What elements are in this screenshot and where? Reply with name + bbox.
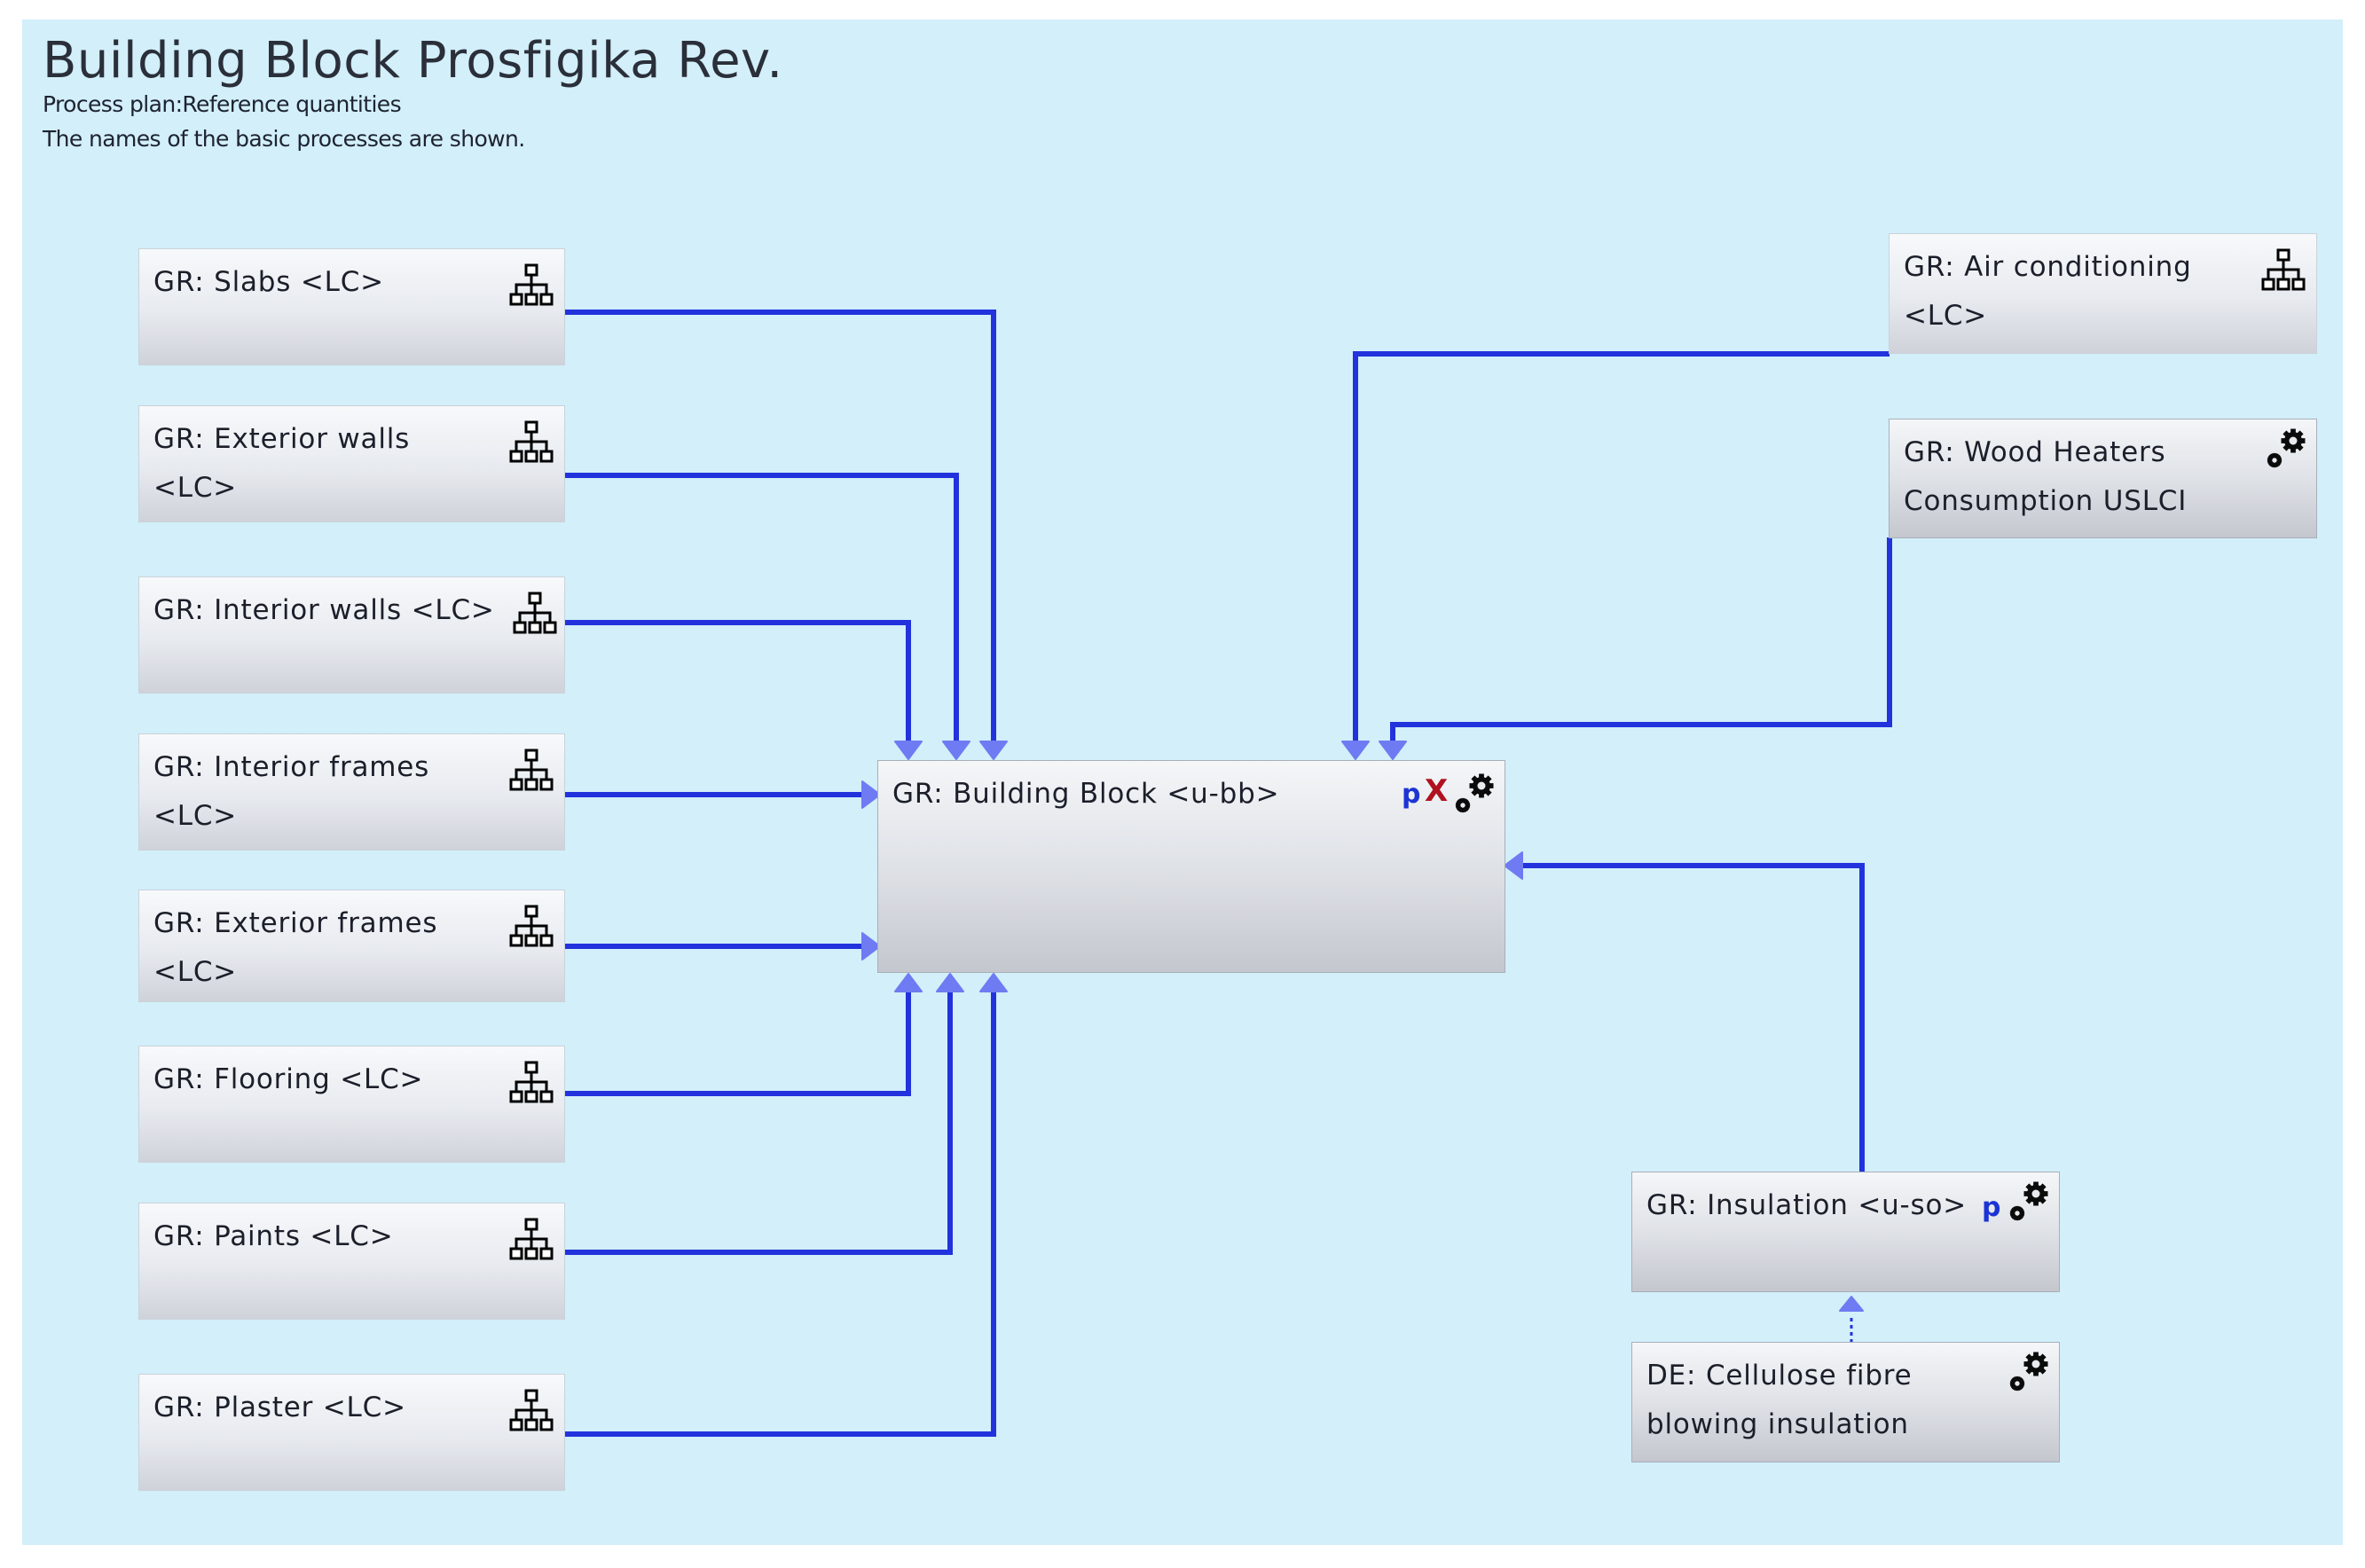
node-label-line: GR: Wood Heaters [1904,436,2166,468]
node-label: GR: Paints <LC> [153,1212,394,1261]
hierarchy-icon-graphic [509,263,554,306]
node-building-block[interactable]: GR: Building Block <u-bb> p X [878,761,1505,972]
hierarchy-icon-graphic [513,592,557,634]
node-wood-heaters[interactable]: GR: Wood Heaters Consumption USLCI [1890,419,2316,537]
diagram-title: Building Block Prosfigika Rev. [43,32,783,90]
gears-icon-graphic [2009,1352,2048,1392]
node-exterior-walls[interactable]: GR: Exterior walls <LC> [139,406,564,521]
arrowhead-interior-frames [861,780,881,809]
node-label: GR: Interior walls <LC> [153,586,495,635]
node-label-line: GR: Slabs <LC> [153,266,384,298]
node-label-line: <LC> [153,800,238,832]
node-label-line: GR: Flooring <LC> [153,1063,424,1095]
arrowhead-slabs [979,741,1008,760]
node-air-conditioning[interactable]: GR: Air conditioning <LC> [1890,234,2316,353]
arrowhead-interior-walls [894,741,923,760]
node-label: GR: Exterior walls <LC> [153,415,410,513]
arrowhead-exterior-walls [942,741,970,760]
arrowhead-plaster [979,973,1008,992]
arrowhead-wood-heaters [1379,741,1407,760]
hierarchy-icon-graphic [2261,248,2306,291]
gears-icon[interactable] [2006,1178,2054,1226]
edge-air-conditioning-to-building-block [1353,351,1890,747]
node-label-line: GR: Interior frames [153,751,430,783]
edge-flooring-to-building-block [564,986,911,1096]
edge-paints-to-building-block [564,986,953,1255]
diagram-subtitle-process-plan: Process plan:Reference quantities [43,91,402,117]
node-exterior-frames[interactable]: GR: Exterior frames <LC> [139,890,564,1001]
hierarchy-icon-graphic [509,1218,554,1260]
hierarchy-icon-graphic [509,749,554,791]
node-label: GR: Plaster <LC> [153,1384,406,1432]
node-label-line: GR: Paints <LC> [153,1220,394,1252]
parameter-badge[interactable]: p [1982,1192,2001,1223]
hierarchy-icon[interactable] [507,1387,555,1435]
node-label-line: GR: Interior walls <LC> [153,594,495,626]
edge-wood-heaters-to-building-block [1390,537,1892,747]
arrowhead-exterior-frames [861,932,881,960]
hierarchy-icon[interactable] [507,747,555,795]
node-slabs[interactable]: GR: Slabs <LC> [139,249,564,365]
arrowhead-flooring [894,973,923,992]
gears-icon-graphic [1455,773,1494,813]
node-flooring[interactable]: GR: Flooring <LC> [139,1047,564,1162]
edge-exterior-walls-to-building-block [564,473,959,747]
node-plaster[interactable]: GR: Plaster <LC> [139,1375,564,1490]
arrowhead-paints [936,973,964,992]
node-label-line: DE: Cellulose fibre [1646,1360,1913,1392]
node-label-line: GR: Plaster <LC> [153,1392,406,1423]
node-cellulose[interactable]: DE: Cellulose fibre blowing insulation [1632,1343,2059,1462]
hierarchy-icon-graphic [509,1389,554,1431]
node-label: GR: Slabs <LC> [153,258,384,307]
gears-icon-graphic [2009,1181,2048,1221]
node-label: GR: Building Block <u-bb> [892,770,1279,819]
node-paints[interactable]: GR: Paints <LC> [139,1203,564,1319]
node-label: GR: Air conditioning <LC> [1904,243,2192,341]
arrowhead-insulation [1504,851,1523,880]
edge-slabs-to-building-block [564,310,996,747]
node-label: GR: Flooring <LC> [153,1055,423,1104]
node-label-line: GR: Air conditioning [1904,251,2192,283]
node-label-line: <LC> [1904,300,1988,332]
node-label-line: GR: Building Block <u-bb> [892,778,1280,810]
edge-insulation-to-building-block [1517,863,1865,1172]
gears-icon[interactable] [1451,770,1499,818]
node-label-line: <LC> [153,956,238,988]
gears-icon[interactable] [2006,1348,2054,1396]
node-label-line: blowing insulation [1646,1408,1909,1440]
hierarchy-icon[interactable] [507,1216,555,1264]
node-label: GR: Exterior frames <LC> [153,899,437,997]
hierarchy-icon-graphic [509,905,554,947]
hierarchy-icon[interactable] [2259,247,2307,294]
edge-plaster-to-building-block [564,986,996,1437]
hierarchy-icon[interactable] [507,903,555,951]
node-label: DE: Cellulose fibre blowing insulation [1646,1352,1913,1449]
hierarchy-icon[interactable] [507,262,555,310]
arrowhead-air-conditioning [1341,741,1370,760]
gears-icon[interactable] [2263,425,2311,473]
node-label-line: GR: Exterior walls [153,423,411,455]
node-insulation[interactable]: GR: Insulation <u-so> p [1632,1172,2059,1291]
node-label-line: GR: Insulation <u-so> [1646,1189,1968,1221]
excel-badge[interactable]: X [1425,773,1449,809]
hierarchy-icon[interactable] [511,590,559,638]
arrowhead-cellulose [1839,1296,1864,1312]
node-label-line: GR: Exterior frames [153,907,438,939]
node-label: GR: Wood Heaters Consumption USLCI [1904,428,2187,526]
parameter-badge[interactable]: p [1402,779,1421,810]
node-label: GR: Insulation <u-so> [1646,1181,1967,1230]
diagram-subtitle-note: The names of the basic processes are sho… [43,126,525,152]
node-label: GR: Interior frames <LC> [153,743,429,841]
node-label-line: Consumption USLCI [1904,485,2188,517]
node-interior-walls[interactable]: GR: Interior walls <LC> [139,577,564,693]
hierarchy-icon[interactable] [507,419,555,466]
node-interior-frames[interactable]: GR: Interior frames <LC> [139,734,564,850]
hierarchy-icon-graphic [509,1061,554,1103]
gears-icon-graphic [2267,428,2306,468]
node-label-line: <LC> [153,472,238,504]
hierarchy-icon-graphic [509,420,554,463]
hierarchy-icon[interactable] [507,1059,555,1107]
edge-interior-walls-to-building-block [564,620,911,747]
